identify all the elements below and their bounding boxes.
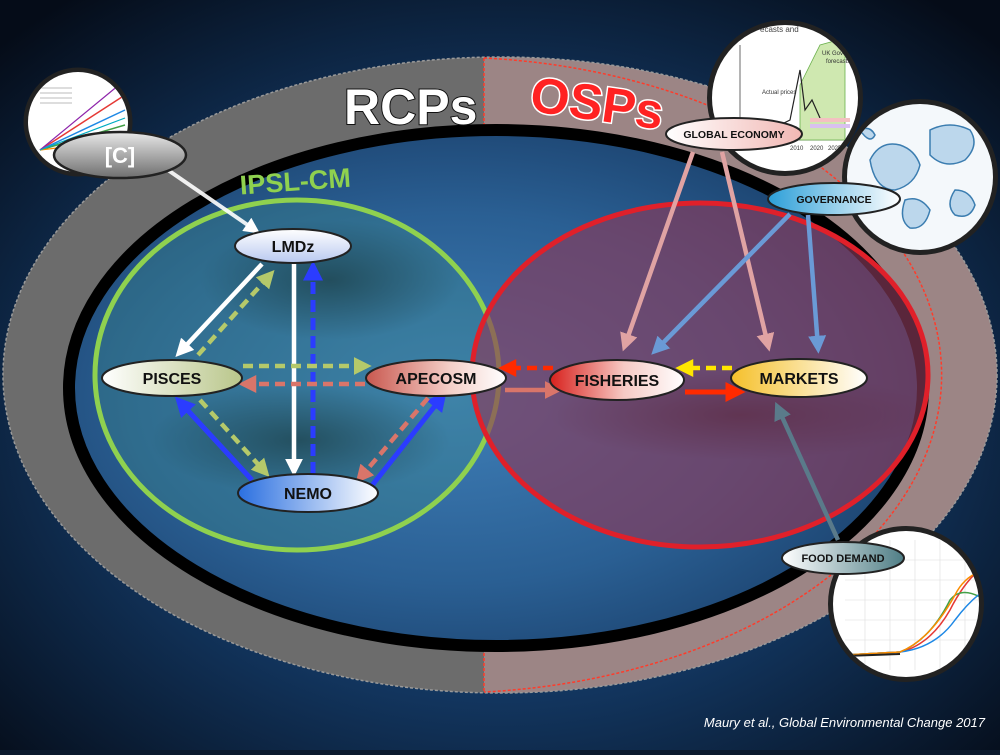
arrow-food-demand-to-markets — [774, 401, 841, 541]
node-pisces-label: PISCES — [143, 371, 202, 388]
arrow-economy-to-markets — [719, 151, 775, 352]
citation-authors: Maury et al., — [704, 715, 779, 730]
rcps-label: RCPs — [344, 79, 477, 135]
arrow-apecosm-to-nemo — [355, 396, 430, 484]
osp-region-edge — [483, 57, 943, 693]
node-apecosm-label: APECOSM — [396, 371, 477, 388]
arrow-governance-to-fisheries — [651, 212, 792, 355]
arrow-economy-to-fisheries — [620, 151, 696, 352]
citation: Maury et al., Global Environmental Chang… — [704, 715, 986, 730]
inset-label-uk-gov: UK Governme — [822, 51, 861, 57]
arrow-pisces-to-lmdz — [196, 269, 275, 357]
arrow-nemo-to-apecosm — [368, 391, 447, 490]
inset-chart-title: ecasts and — [760, 25, 799, 34]
world-map-inset — [842, 99, 998, 255]
inset-axis-2020: 2020 — [810, 146, 824, 152]
node-food-demand: FOOD DEMAND — [781, 541, 905, 575]
node-pisces: PISCES — [101, 359, 243, 397]
node-fisheries: FISHERIES — [549, 359, 685, 401]
arrow-governance-to-markets — [805, 214, 827, 354]
inset-axis-2010: 2010 — [790, 146, 804, 152]
inset-label-actual-prices: Actual prices — [762, 90, 796, 96]
inset-label-forecasts: forecasts — [826, 59, 850, 65]
node-nemo: NEMO — [237, 473, 379, 513]
node-c-label: [C] — [105, 143, 136, 168]
node-food-demand-label: FOOD DEMAND — [801, 553, 884, 565]
node-fisheries-label: FISHERIES — [575, 373, 660, 390]
arrow-pisces-to-nemo — [198, 398, 270, 478]
arrow-c-to-lmdz — [163, 166, 260, 234]
inset-axis-2025: 2025 — [828, 146, 842, 152]
node-apecosm: APECOSM — [365, 359, 507, 397]
rcp-ellipse-outline — [2, 56, 998, 694]
shadow — [150, 385, 450, 495]
arrow-lmdz-to-pisces — [175, 262, 264, 357]
node-lmdz-label: LMDz — [272, 239, 315, 256]
node-global-economy: GLOBAL ECONOMY — [665, 117, 803, 151]
arrow-nemo-to-pisces — [174, 396, 254, 482]
node-c: [C] — [52, 130, 188, 180]
node-governance: GOVERNANCE — [767, 182, 901, 216]
node-nemo-label: NEMO — [284, 486, 332, 503]
node-markets-label: MARKETS — [759, 371, 838, 388]
citation-journal: Global Environmental Change 2017 — [779, 715, 986, 730]
node-lmdz: LMDz — [234, 228, 352, 264]
node-global-economy-label: GLOBAL ECONOMY — [683, 129, 784, 141]
node-markets: MARKETS — [730, 358, 868, 398]
node-governance-label: GOVERNANCE — [796, 194, 871, 206]
